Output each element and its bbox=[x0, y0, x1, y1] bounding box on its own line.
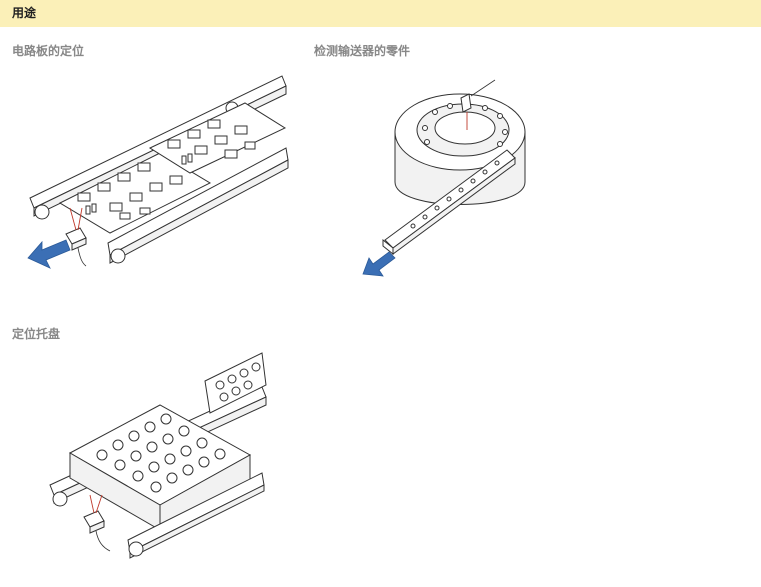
circuit-board-2 bbox=[148, 102, 287, 174]
photo-sensor bbox=[83, 494, 111, 552]
caption-conveyor-parts-detection: 检测输送器的零件 bbox=[314, 44, 411, 58]
photo-sensor bbox=[460, 79, 496, 130]
caption-pcb-positioning: 电路板的定位 bbox=[12, 44, 85, 58]
front-rail bbox=[127, 472, 265, 559]
tray-conveyor-illustration bbox=[49, 352, 267, 559]
direction-arrow-icon bbox=[362, 251, 396, 277]
pcb-conveyor-illustration bbox=[27, 75, 289, 269]
tray-back bbox=[204, 352, 267, 414]
caption-tray-positioning: 定位托盘 bbox=[12, 327, 61, 341]
circuit-board-1 bbox=[58, 152, 212, 234]
parts-feeder-illustration bbox=[362, 79, 526, 277]
section-header-title: 用途 bbox=[12, 6, 37, 20]
front-rail bbox=[107, 147, 289, 264]
feeder-chute bbox=[382, 149, 516, 256]
section-header: 用途 bbox=[0, 0, 761, 27]
photo-sensor bbox=[65, 207, 87, 267]
feeder-bowl bbox=[394, 93, 526, 205]
direction-arrow-icon bbox=[27, 239, 71, 269]
